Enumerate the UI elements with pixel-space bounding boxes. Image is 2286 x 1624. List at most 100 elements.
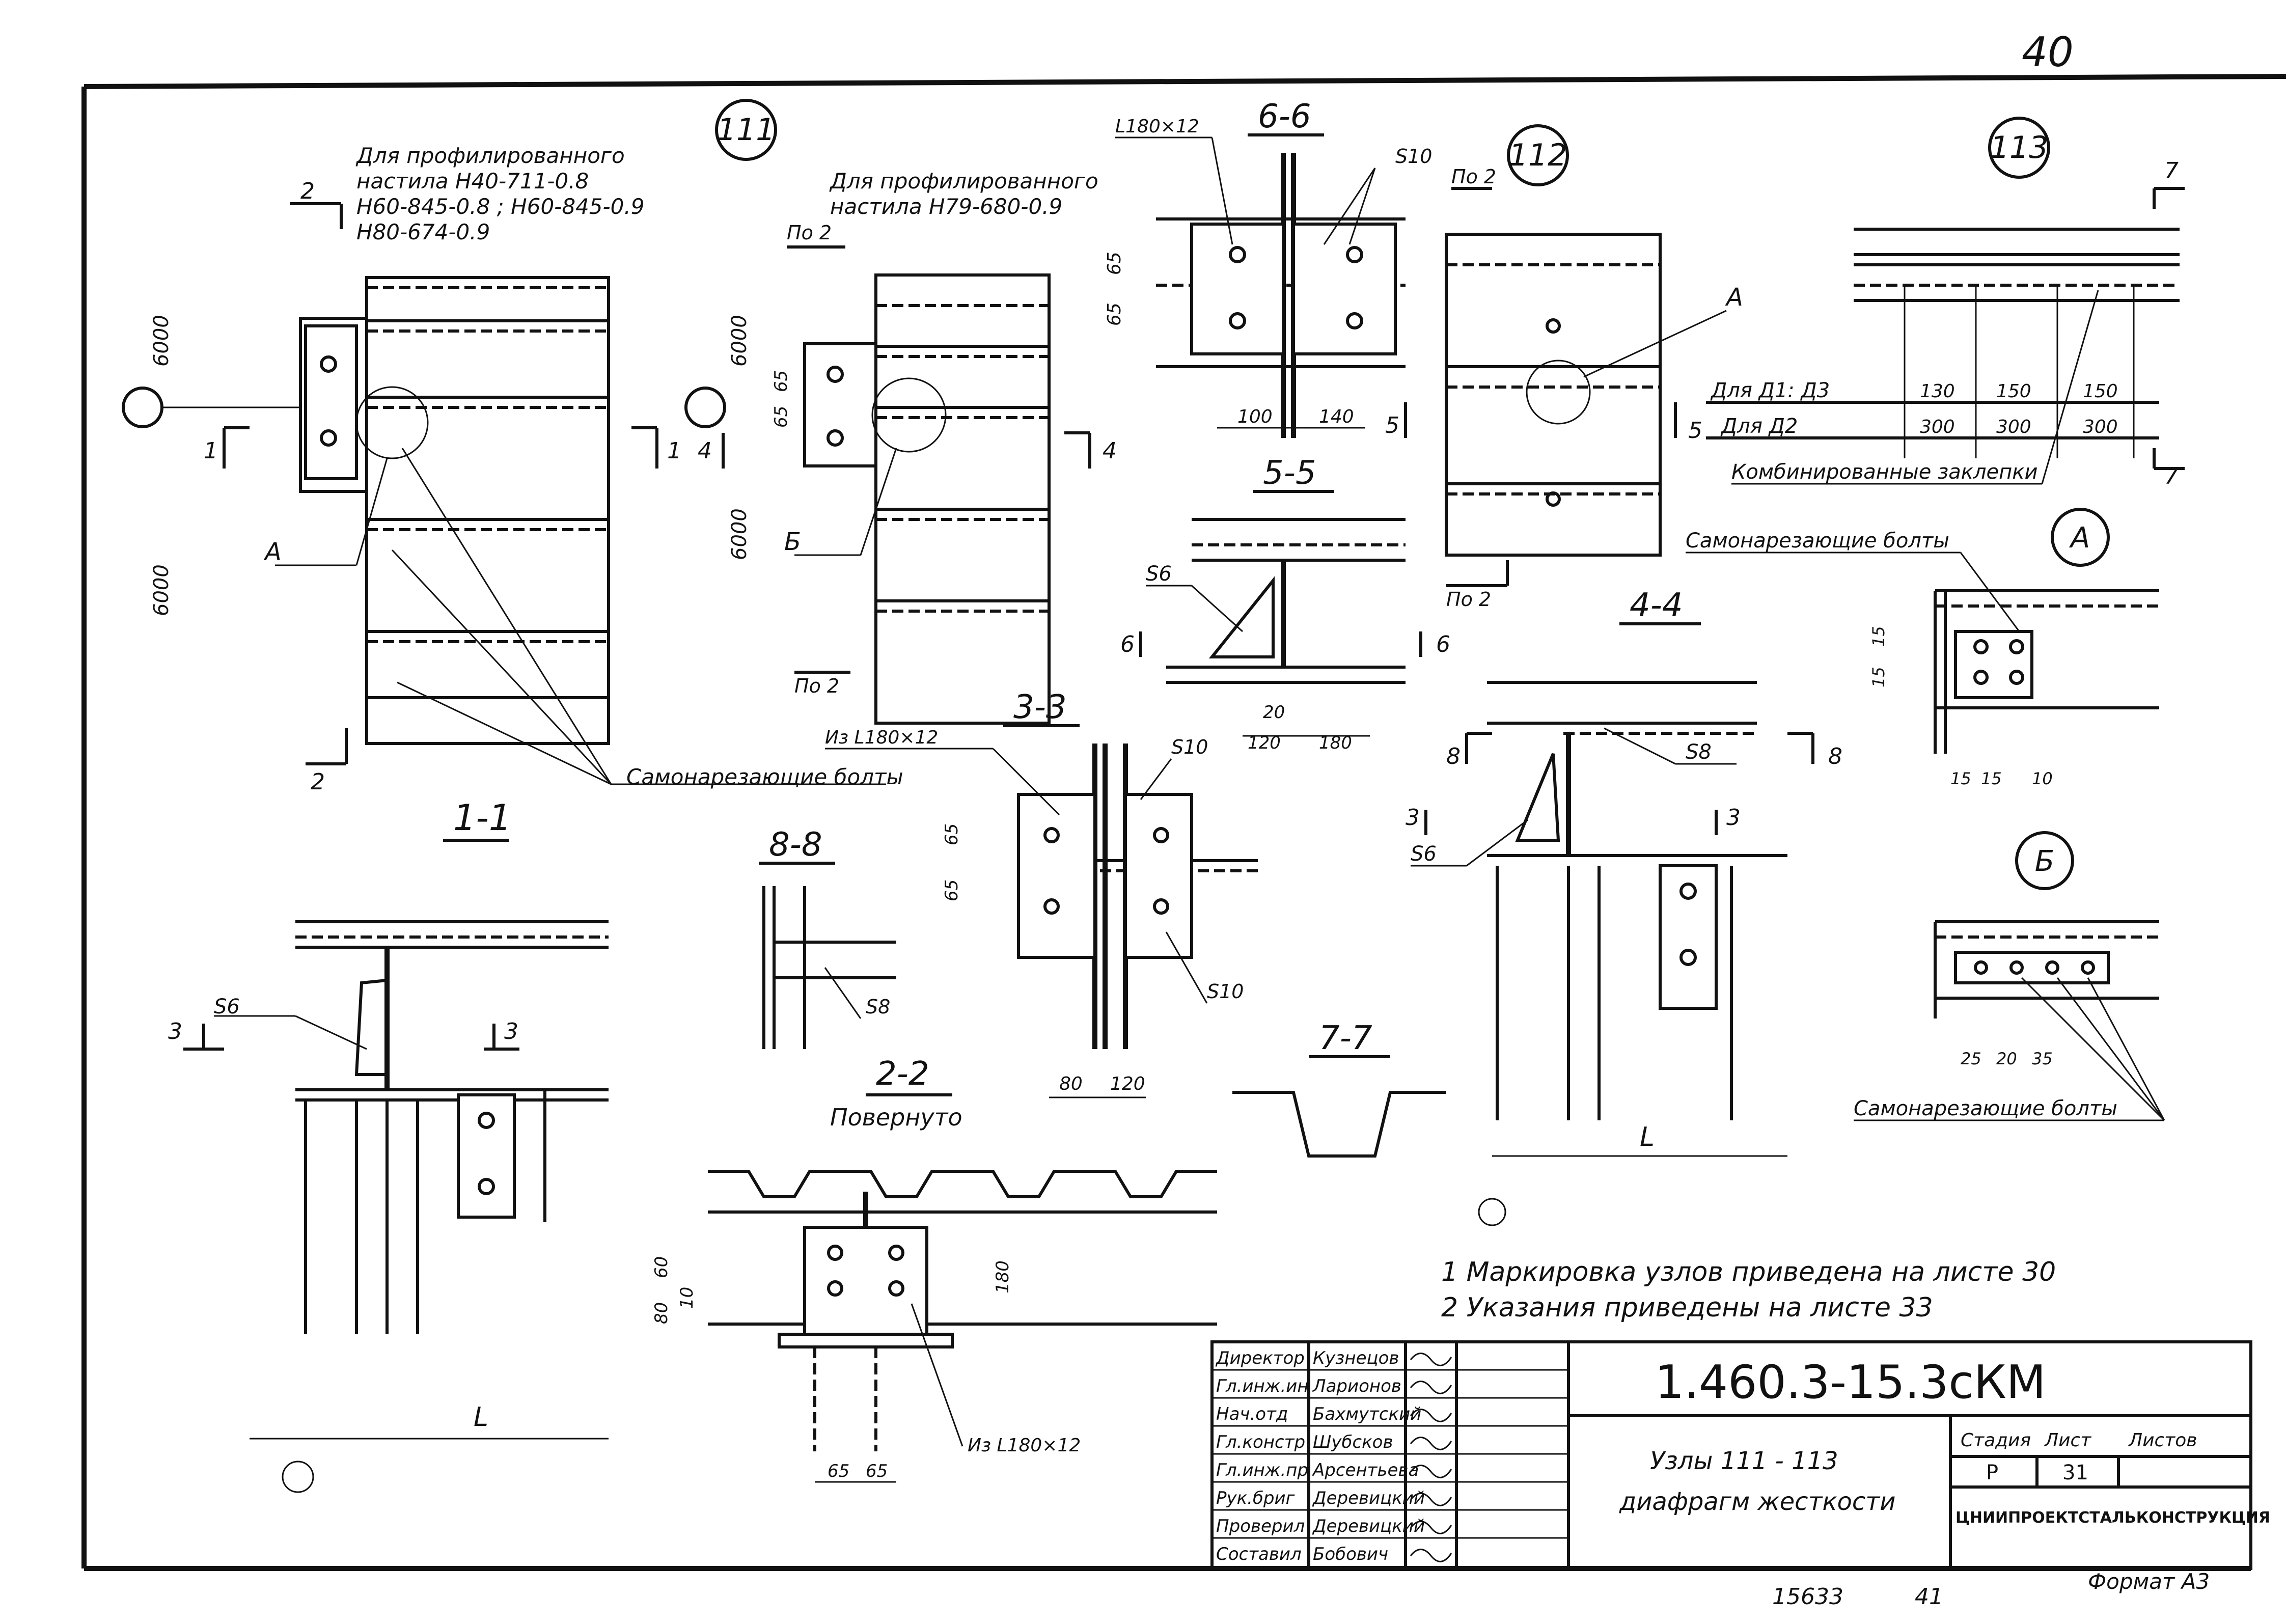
marker-6-right: 6 [1436,631,1450,657]
note-left-line4: Н80-674-0.9 [356,219,490,244]
dim-150-a: 150 [1996,381,2031,402]
dim-15-a-v2: 15 [1869,667,1888,687]
dim-65-3-3-b: 65 [942,879,962,901]
detail-b-circle [2015,831,2074,890]
dim-65-mid-b: 65 [771,406,791,428]
marker-6-left: 6 [1120,631,1135,657]
s10-label-3-3-top: S10 [1171,736,1208,758]
rivets-label: Комбинированные заклепки [1731,460,2037,484]
title-name-6: Деревицкий [1312,1516,1425,1536]
marker-5-right: 5 [1688,418,1702,444]
punch-hole-1 [1478,1198,1506,1226]
marker-7-top: 7 [2164,158,2179,184]
dim-180-2-2: 180 [993,1260,1013,1293]
title-name-3: Шубсков [1313,1432,1393,1452]
title-role-0: Директор [1215,1348,1305,1368]
node-112-plan: А 5 По 2 [1445,233,1743,611]
s10-label-6-6: S10 [1395,145,1432,168]
bolts-label-left: Самонарезающие болты [626,764,903,789]
dim-65-6-6-b: 65 [1104,302,1125,326]
node-113-plan: Для Д1: Д3 Для Д2 130 150 150 300 300 30… [1706,158,2185,489]
section-2-2-subtitle: Повернуто [830,1104,962,1131]
dim-65-2-2-b: 65 [866,1461,888,1481]
dim-80-3-3: 80 [1059,1074,1083,1094]
section-2-2-title: 2-2 [876,1055,929,1093]
punch-hole-2 [282,1461,314,1493]
title-block [1210,1340,2252,1570]
archive-number: 15633 [1772,1584,1843,1610]
dim-120-5-5: 120 [1248,733,1281,753]
dim-15-a-h2: 15 [1981,769,2002,788]
dim-6000-mid-lower: 6000 [728,508,751,560]
detail-b-view: 25 20 35 [1854,920,2165,1121]
dim-6000-upper: 6000 [150,315,173,367]
title-sheets-hdr: Листов [2128,1430,2197,1451]
title-role-3: Гл.констр [1216,1432,1305,1452]
angle-iz-label-3-3: Из L180×12 [825,727,938,748]
section-1-1-view: L 3 3 S6 [168,920,609,1440]
dim-120-3-3: 120 [1110,1074,1145,1094]
marker-3-right-4-4: 3 [1726,805,1741,831]
section-5-5-view: 20 120 180 S6 6 6 5 [1120,402,1450,753]
title-sheet: 31 [2062,1461,2088,1484]
dim-65-mid-a: 65 [771,370,791,392]
note-mid-line2: настила Н79-680-0.9 [830,194,1062,219]
callout-a-label: А [263,538,282,566]
sheet-number: 40 [2022,29,2074,76]
callout-a-112: А [1725,283,1743,312]
title-name-4: Арсентьева [1312,1460,1419,1480]
dim-L-4-4: L [1640,1122,1655,1152]
title-role-5: Рук.бриг [1216,1488,1296,1508]
title-stage-hdr: Стадия [1961,1430,2031,1451]
node-111-label: 111 [717,112,776,148]
footnote-2: 2 Указания приведены на листе 33 [1441,1292,1933,1323]
dim-25-b: 25 [1961,1049,1981,1068]
dim-300-b: 300 [1996,417,2031,437]
for-d2: Для Д2 [1720,415,1798,438]
detail-a-view: 15 15 15 15 10 [1686,552,2159,788]
dim-6000-lower: 6000 [150,564,173,616]
s8-label-8-8: S8 [866,996,890,1018]
note-left-line2: настила Н40-711-0.8 [356,169,589,194]
marker-4-left: 4 [698,438,712,464]
dim-35-b: 35 [2032,1049,2053,1068]
note-left-title: Для профилированного [355,143,625,168]
node-113-label: 113 [1990,130,2049,166]
note-left-line3: Н60-845-0.8 ; Н60-845-0.9 [356,194,644,219]
po2-6-6: По 2 [1451,166,1496,188]
title-designation: 1.460.3-15.3сКМ [1655,1356,2046,1409]
marker-1-left: 1 [204,438,218,464]
marker-3-right-1-1: 3 [504,1019,518,1044]
title-name-0: Кузнецов [1313,1348,1399,1368]
node-111-left-plan: 6000 6000 А 1 1 2 2 [122,178,681,795]
node-113-circle [1988,117,2050,179]
dim-10-2-2: 10 [677,1287,697,1309]
s10-label-3-3-bottom: S10 [1207,980,1244,1003]
dim-150-b: 150 [2083,381,2118,402]
dim-65-3-3-a: 65 [942,823,962,845]
title-name-2: Бахмутский [1313,1404,1421,1424]
section-5-5-title: 5-5 [1263,454,1316,492]
section-1-1-title: 1-1 [453,797,511,839]
s6-label-1-1: S6 [214,995,240,1019]
angle-iz-label-2-2: Из L180×12 [968,1435,1081,1456]
dim-80-2-2: 80 [651,1302,672,1324]
callout-b-label: Б [784,528,801,556]
title-name-7: Бобович [1313,1544,1388,1564]
s8-label-4-4: S8 [1686,740,1712,764]
dim-65-2-2-a: 65 [828,1461,849,1481]
marker-1-right: 1 [667,438,681,464]
section-3-3-title: 3-3 [1013,689,1067,726]
dim-180-5-5: 180 [1319,733,1352,753]
marker-3-left-4-4: 3 [1406,805,1420,831]
dim-20-b: 20 [1996,1049,2017,1068]
angle-l180-label: L180×12 [1115,116,1199,137]
section-7-7-profile [1232,1091,1446,1158]
marker-4-right: 4 [1103,438,1117,464]
dim-L-1-1: L [474,1402,488,1433]
dim-130: 130 [1920,381,1955,402]
detail-a-circle [2051,508,2110,567]
s6-label-5-5: S6 [1146,562,1172,586]
for-d1-d3: Для Д1: Д3 [1710,379,1830,402]
title-role-1: Гл.инж.ин [1216,1376,1309,1396]
